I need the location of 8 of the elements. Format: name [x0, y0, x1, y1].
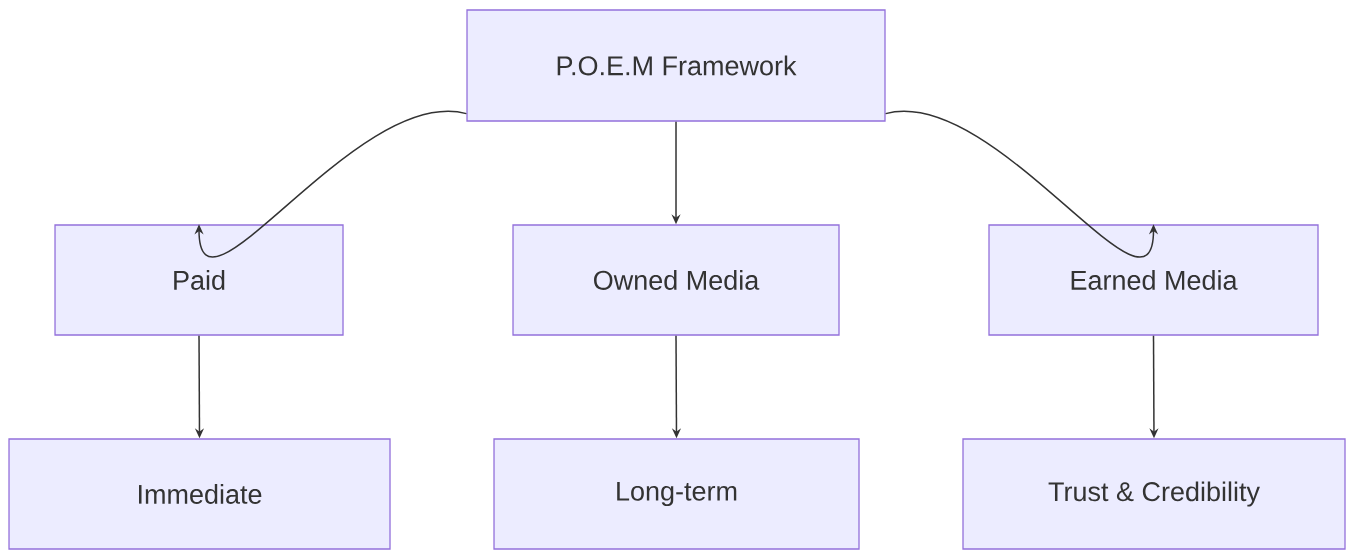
process-box: Earned Media [988, 224, 1319, 336]
process-box: Owned Media [512, 224, 840, 336]
process-box: Paid [54, 224, 344, 336]
process-box: Trust & Credibility [962, 438, 1346, 550]
arrow [194, 111, 468, 258]
process-box: Long-term [493, 438, 860, 550]
process-box: Immediate [8, 438, 391, 550]
process-box: P.O.E.M Framework [466, 9, 886, 122]
